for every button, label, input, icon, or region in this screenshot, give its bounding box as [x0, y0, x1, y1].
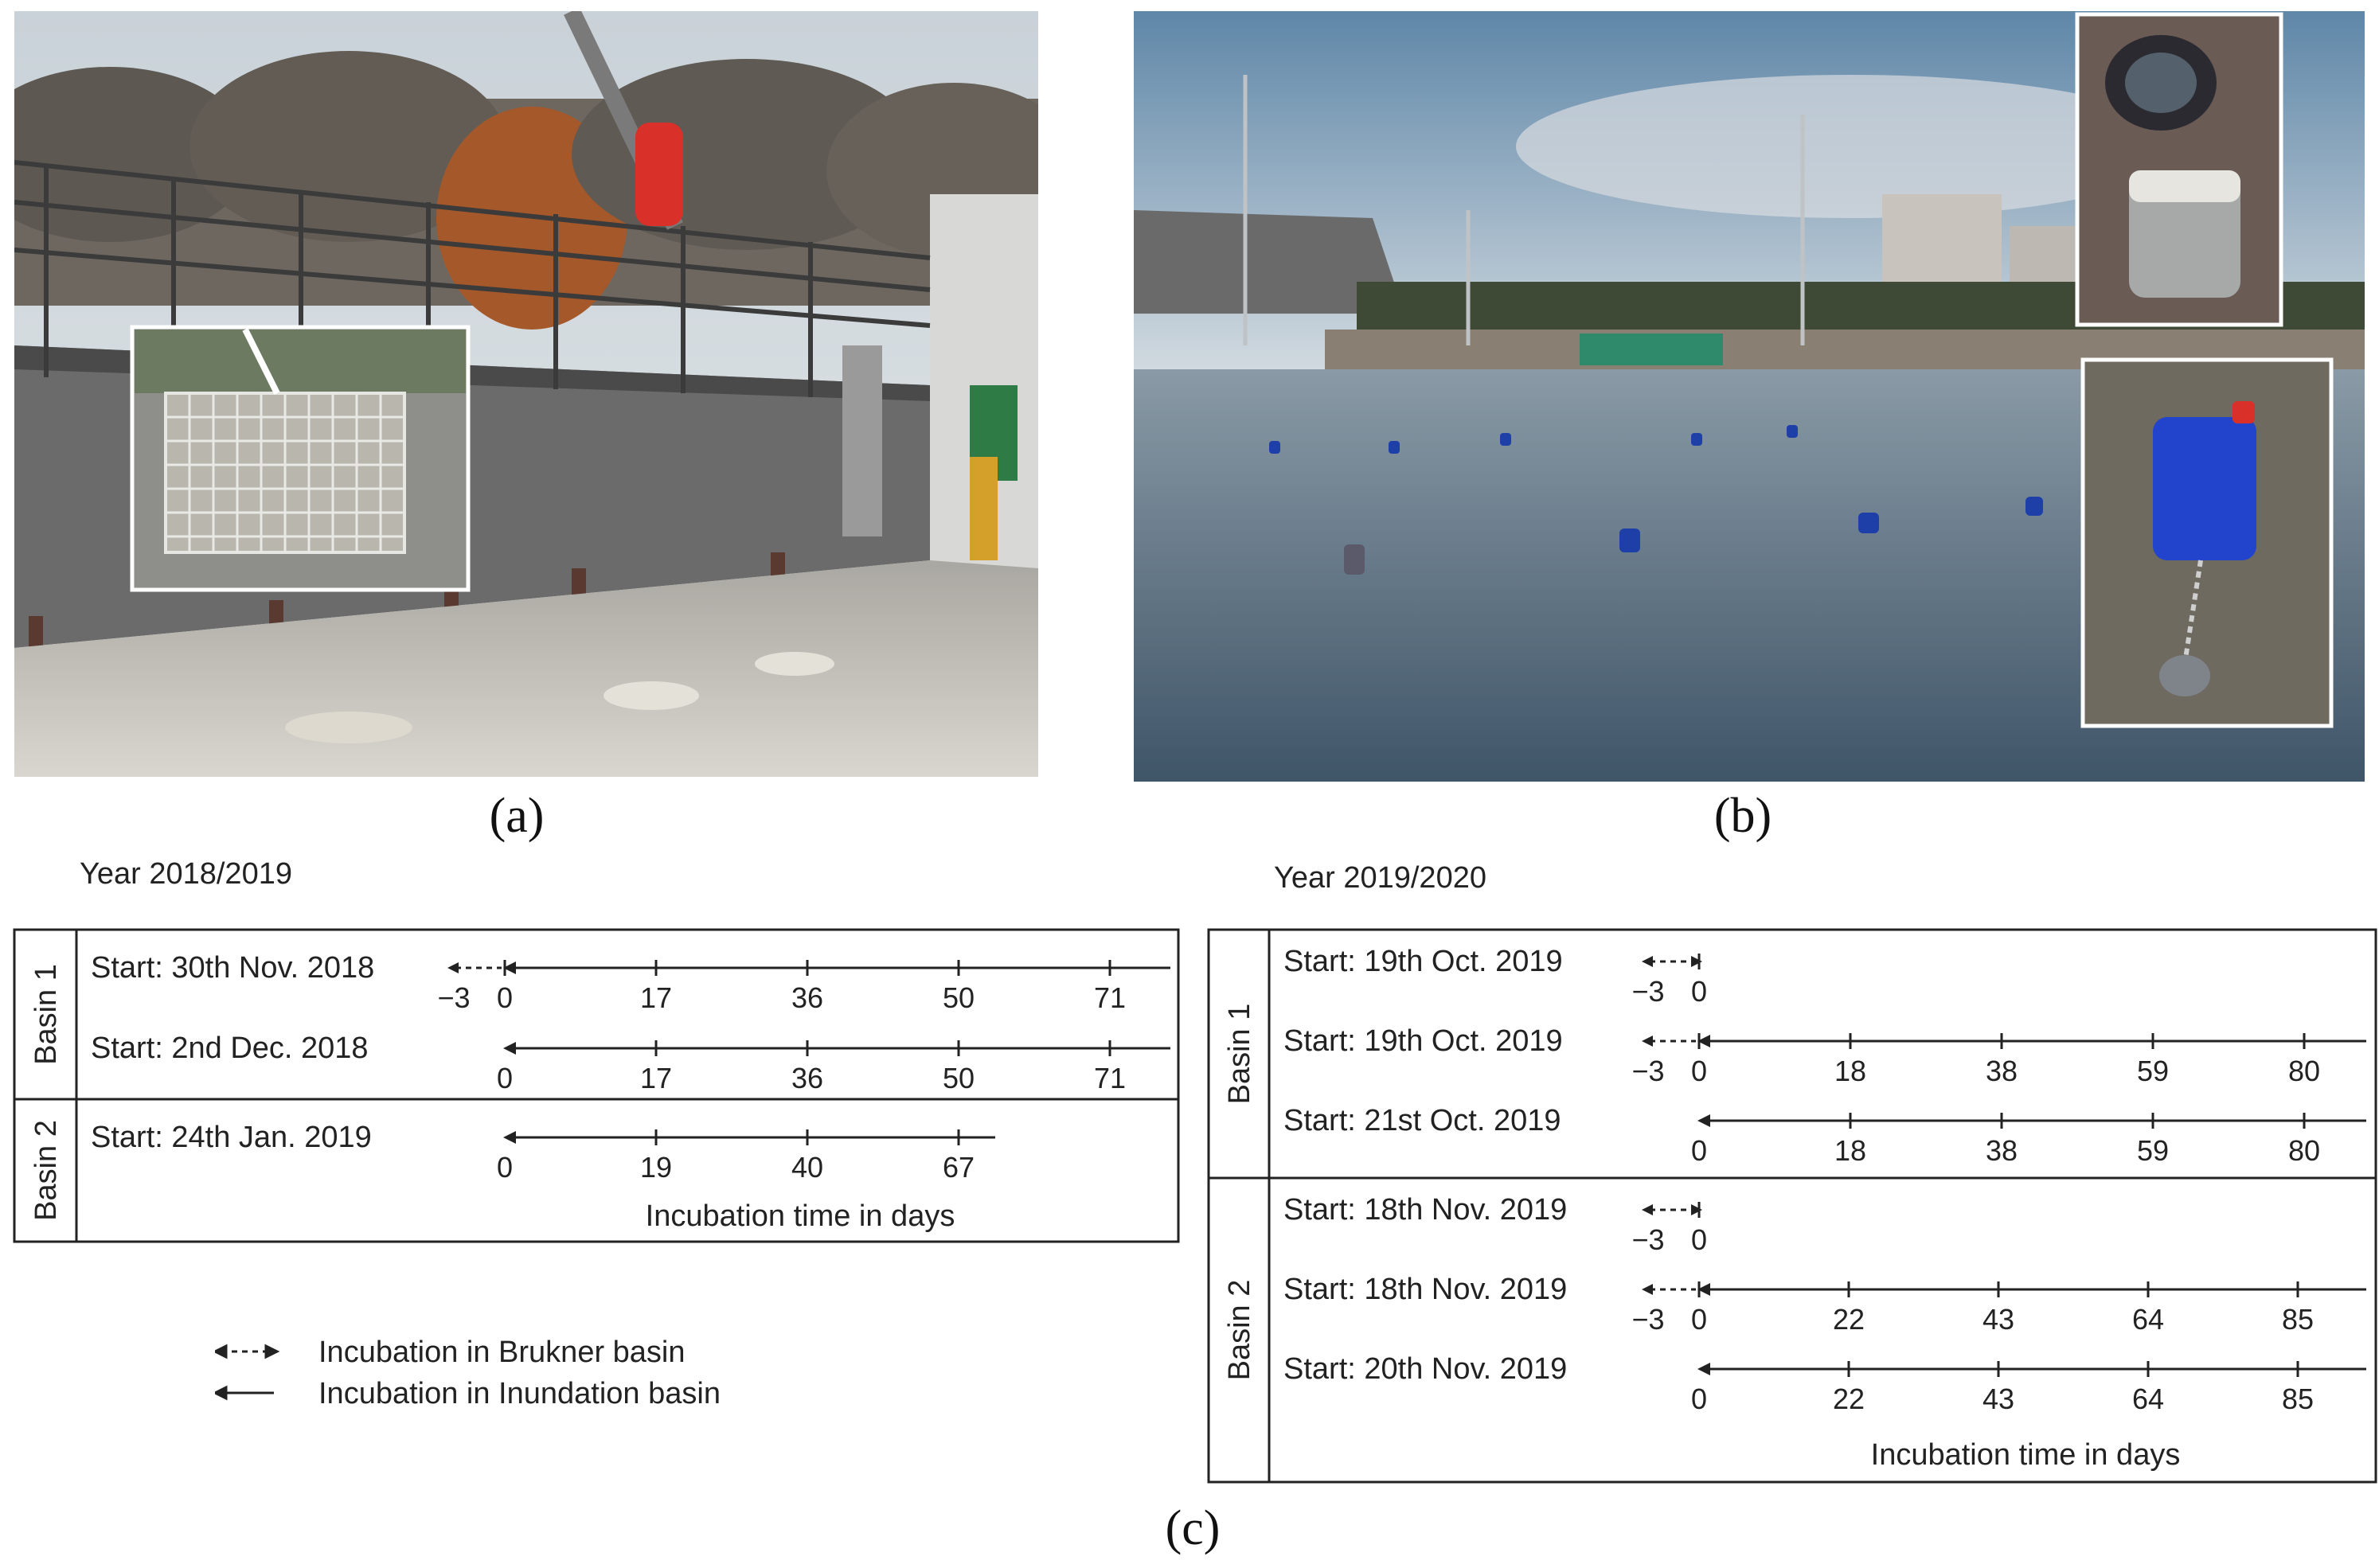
inset-filter	[2075, 12, 2283, 327]
tick-label: 50	[943, 1062, 975, 1094]
tick-label: 64	[2132, 1383, 2164, 1415]
tick-label: 0	[497, 1062, 513, 1094]
tick-label: 50	[943, 981, 975, 1014]
tick-label: 18	[1834, 1055, 1866, 1087]
tick-label: 19	[640, 1151, 672, 1184]
basin-label: Basin 2	[1223, 1280, 1256, 1381]
axis-label: Incubation time in days	[646, 1199, 955, 1233]
row-start-label: Start: 18th Nov. 2019	[1283, 1273, 1567, 1306]
tick-label: 43	[1982, 1303, 2014, 1336]
photo-a-brukner-basin	[14, 11, 1038, 777]
legend: Incubation in Brukner basin Incubation i…	[215, 1328, 932, 1423]
incubation-arrow	[1697, 1363, 1710, 1375]
timeline-frame	[1207, 928, 2377, 1484]
incubation-arrow	[503, 1042, 516, 1055]
pre-incubation-arrow-right	[1691, 1204, 1702, 1215]
incubation-arrow	[503, 961, 516, 974]
tick-label: 0	[1691, 1383, 1707, 1415]
panel-label-c: (c)	[1165, 1501, 1221, 1555]
legend-dashed-label: Incubation in Brukner basin	[318, 1336, 686, 1369]
tick-label: 0	[497, 981, 513, 1014]
photo-a-illustration	[14, 11, 1038, 777]
tick-label: 38	[1986, 1055, 2018, 1087]
legend-solid-arrow	[215, 1385, 228, 1401]
legend-dashed-arrow-right	[264, 1344, 280, 1359]
inset-canister	[2080, 357, 2334, 728]
tick-label: 36	[791, 981, 823, 1014]
basin-label: Basin 2	[29, 1120, 63, 1221]
row-start-label: Start: 18th Nov. 2019	[1283, 1193, 1567, 1227]
tick-label: 17	[640, 981, 672, 1014]
tick-label: 18	[1834, 1134, 1866, 1167]
tick-label: 85	[2282, 1383, 2314, 1415]
row-start-label: Start: 30th Nov. 2018	[91, 951, 374, 985]
legend-dashed-arrow-left	[215, 1344, 228, 1359]
tick-label-pre: −3	[1631, 1303, 1664, 1336]
tick-label: 0	[1691, 1134, 1707, 1167]
row-start-label: Start: 21st Oct. 2019	[1283, 1104, 1561, 1137]
row-start-label: Start: 19th Oct. 2019	[1283, 945, 1563, 978]
pre-incubation-arrow-left	[1642, 1036, 1653, 1047]
legend-solid-label: Incubation in Inundation basin	[318, 1377, 721, 1410]
tick-label: 40	[791, 1151, 823, 1184]
pre-incubation-arrow-right	[1691, 956, 1702, 967]
incubation-arrow	[1697, 1114, 1710, 1127]
tick-label: 0	[497, 1151, 513, 1184]
legend-symbols	[215, 1344, 280, 1401]
row-start-label: Start: 19th Oct. 2019	[1283, 1024, 1563, 1058]
basin-label: Basin 1	[1223, 1004, 1256, 1105]
timeline-year-label: Year 2019/2020	[1274, 861, 1486, 895]
tick-label-pre: −3	[437, 981, 470, 1014]
axis-label: Incubation time in days	[1871, 1438, 2181, 1472]
tick-label: 43	[1982, 1383, 2014, 1415]
tick-label: 80	[2288, 1134, 2320, 1167]
tick-label: 71	[1094, 981, 1126, 1014]
panel-label-b: (b)	[1713, 789, 1772, 843]
inset-cage	[130, 325, 471, 592]
tick-label: 80	[2288, 1055, 2320, 1087]
basin-label: Basin 1	[29, 964, 63, 1065]
incubation-arrow	[1697, 1035, 1710, 1047]
tick-label: 85	[2282, 1303, 2314, 1336]
pre-incubation-arrow-left	[1642, 1204, 1653, 1215]
photo-b-illustration	[1134, 11, 2365, 782]
pre-incubation-arrow-left	[447, 962, 459, 973]
tick-label: 59	[2137, 1055, 2169, 1087]
incubation-arrow	[1697, 1283, 1710, 1296]
tick-label: 22	[1833, 1383, 1865, 1415]
timeline-year-label: Year 2018/2019	[80, 857, 292, 891]
tick-label: 0	[1691, 1223, 1707, 1256]
tick-label: 17	[640, 1062, 672, 1094]
panel-label-a: (a)	[489, 789, 545, 843]
tick-label: 36	[791, 1062, 823, 1094]
row-start-label: Start: 24th Jan. 2019	[91, 1121, 372, 1154]
tick-label: 0	[1691, 1055, 1707, 1087]
tick-label-pre: −3	[1631, 1223, 1664, 1256]
tick-label-pre: −3	[1631, 1055, 1664, 1087]
timeline-frame	[13, 928, 1180, 1243]
row-start-label: Start: 2nd Dec. 2018	[91, 1032, 369, 1065]
pre-incubation-arrow-left	[1642, 1284, 1653, 1295]
pre-incubation-arrow-left	[1642, 956, 1653, 967]
tick-label: 59	[2137, 1134, 2169, 1167]
tick-label: 64	[2132, 1303, 2164, 1336]
row-start-label: Start: 20th Nov. 2019	[1283, 1352, 1567, 1386]
photo-b-inundation-basin	[1134, 11, 2365, 782]
tick-label: 71	[1094, 1062, 1126, 1094]
tick-label: 38	[1986, 1134, 2018, 1167]
incubation-arrow	[503, 1131, 516, 1144]
tick-label: 0	[1691, 1303, 1707, 1336]
tick-label: 67	[943, 1151, 975, 1184]
tick-label-pre: −3	[1631, 975, 1664, 1008]
tick-label: 0	[1691, 975, 1707, 1008]
tick-label: 22	[1833, 1303, 1865, 1336]
